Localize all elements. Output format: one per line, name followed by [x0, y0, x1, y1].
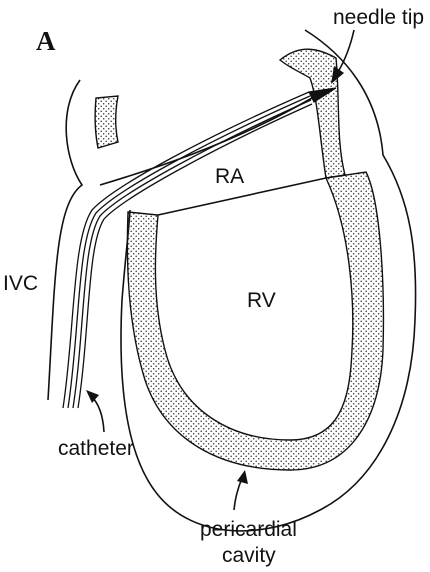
panel-letter: A [36, 26, 56, 56]
catheter-label: catheter [58, 437, 134, 460]
vein-wall-stipple [95, 96, 118, 148]
catheter-arrow [86, 390, 104, 432]
needle-tip-label: needle tip [333, 6, 424, 29]
ivc-outer-wall [48, 80, 82, 400]
ivc-label: IVC [3, 272, 38, 295]
cavity-label: cavity [222, 544, 276, 567]
rv-label: RV [247, 289, 276, 312]
atrial-floor-line [100, 98, 312, 185]
right-ventricle-wall [127, 172, 383, 470]
pericardial-label: pericardial [200, 518, 297, 541]
ra-label: RA [215, 165, 244, 188]
pericardial-arrow [234, 470, 248, 510]
